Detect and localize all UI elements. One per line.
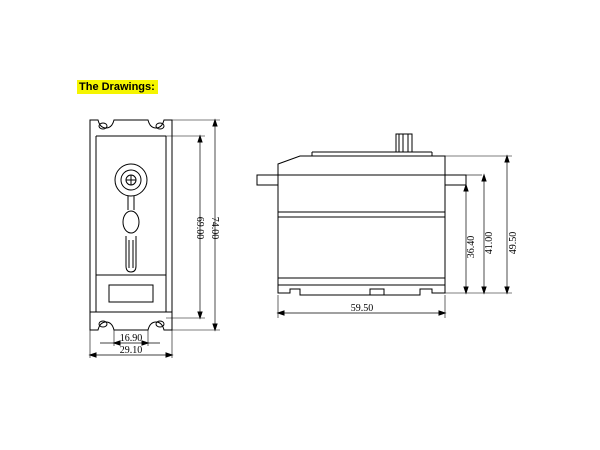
dim-front-height-outer: 74.00 [209,217,220,240]
dim-front-height-inner: 69.00 [194,217,205,240]
dim-front-width-inner: 16.90 [120,333,143,344]
boss-slot [125,236,137,273]
mount-hole-top-right [155,122,165,130]
output-gear [395,133,413,153]
mount-hole-bottom-right [155,320,165,328]
dim-side-height-3: 49.50 [508,232,519,255]
mount-hole-top-left [98,122,108,130]
mount-tab-left [256,174,279,186]
output-spline-mid [120,169,142,191]
boss-oval [122,210,140,234]
side-view-body [277,174,446,286]
dim-front-width-outer: 29.10 [120,345,143,356]
mount-tab-right [444,174,467,186]
side-view [256,133,512,318]
mount-hole-bottom-left [98,320,108,328]
dim-side-length: 59.50 [351,303,374,314]
label-plate [108,284,154,303]
side-view-cap [277,155,446,176]
output-spline-outer [114,163,148,197]
dim-side-height-2: 41.00 [484,232,495,255]
front-view-outline [89,119,173,331]
dim-side-height-1: 36.40 [466,236,477,259]
front-view [88,118,220,358]
side-view-bottom [277,285,446,296]
section-heading: The Drawings: [77,80,158,94]
